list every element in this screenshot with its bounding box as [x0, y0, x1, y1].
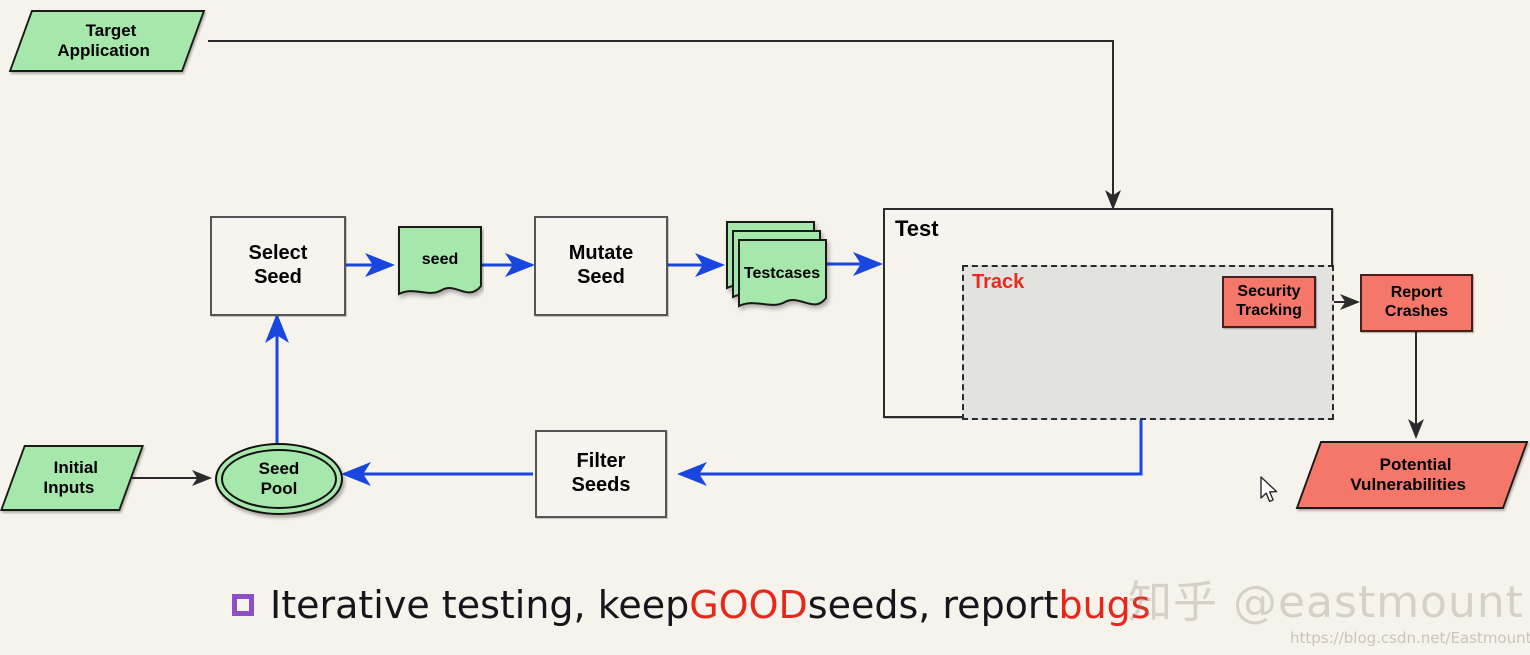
- report-crashes-line2: Crashes: [1384, 303, 1449, 320]
- seed-pool-line2: Pool: [260, 479, 298, 498]
- testcases-document-stack-shape: [726, 221, 827, 308]
- potential-vulnerabilities-line2: Vulnerabilities: [1350, 475, 1467, 494]
- caption-highlight-good: GOOD: [689, 583, 808, 627]
- seed-pool-line1: Seed: [258, 459, 300, 479]
- filter-seeds-line1: Filter: [576, 450, 626, 473]
- filter-seeds-line2: Seeds: [571, 474, 631, 496]
- node-report-crashes[interactable]: Report Crashes: [1360, 274, 1473, 332]
- watermark-author: 知乎 @eastmount: [1128, 577, 1525, 628]
- seed-document-shape: [398, 226, 482, 296]
- node-seed-document[interactable]: seed: [396, 224, 484, 304]
- seed-pool-inner-ellipse: Seed Pool: [221, 449, 337, 509]
- node-seed-pool[interactable]: Seed Pool: [215, 443, 343, 515]
- node-potential-vulnerabilities[interactable]: Potential Vulnerabilities: [1295, 441, 1529, 509]
- caption-part2: seeds, report: [807, 583, 1059, 627]
- node-select-seed[interactable]: Select Seed: [210, 216, 346, 316]
- caption: Iterative testing, keep GOOD seeds, repo…: [232, 583, 1151, 627]
- square-bullet-icon: [232, 594, 254, 616]
- target-application-line1: Target: [85, 20, 136, 40]
- node-testcases-stack[interactable]: Testcases: [718, 218, 834, 322]
- test-title: Test: [895, 216, 939, 241]
- node-filter-seeds[interactable]: Filter Seeds: [535, 430, 667, 518]
- node-mutate-seed[interactable]: Mutate Seed: [534, 216, 668, 316]
- node-target-application[interactable]: Target Application: [8, 10, 206, 72]
- caption-highlight-bugs: bugs: [1058, 583, 1151, 627]
- mutate-seed-line2: Seed: [577, 266, 625, 288]
- node-security-tracking[interactable]: Security Tracking: [1222, 276, 1316, 328]
- node-initial-inputs[interactable]: Initial Inputs: [0, 445, 145, 511]
- potential-vulnerabilities-line1: Potential: [1379, 454, 1452, 474]
- mouse-cursor-icon: [1260, 476, 1278, 503]
- security-tracking-line1: Security: [1237, 283, 1301, 301]
- edge-target-application-to-test: [208, 40, 1121, 210]
- report-crashes-line1: Report: [1390, 284, 1443, 302]
- target-application-line2: Application: [57, 41, 150, 60]
- security-tracking-line2: Tracking: [1236, 302, 1302, 319]
- caption-part1: Iterative testing, keep: [270, 583, 690, 627]
- mutate-seed-line1: Mutate: [568, 242, 634, 265]
- track-title: Track: [972, 271, 1025, 293]
- select-seed-line1: Select: [248, 242, 308, 265]
- initial-inputs-line1: Initial: [53, 457, 98, 477]
- watermark-url: https://blog.csdn.net/Eastmount: [1290, 629, 1530, 647]
- initial-inputs-line2: Inputs: [42, 478, 94, 497]
- node-test-container[interactable]: Test Track: [883, 208, 1334, 420]
- select-seed-line2: Seed: [254, 266, 302, 288]
